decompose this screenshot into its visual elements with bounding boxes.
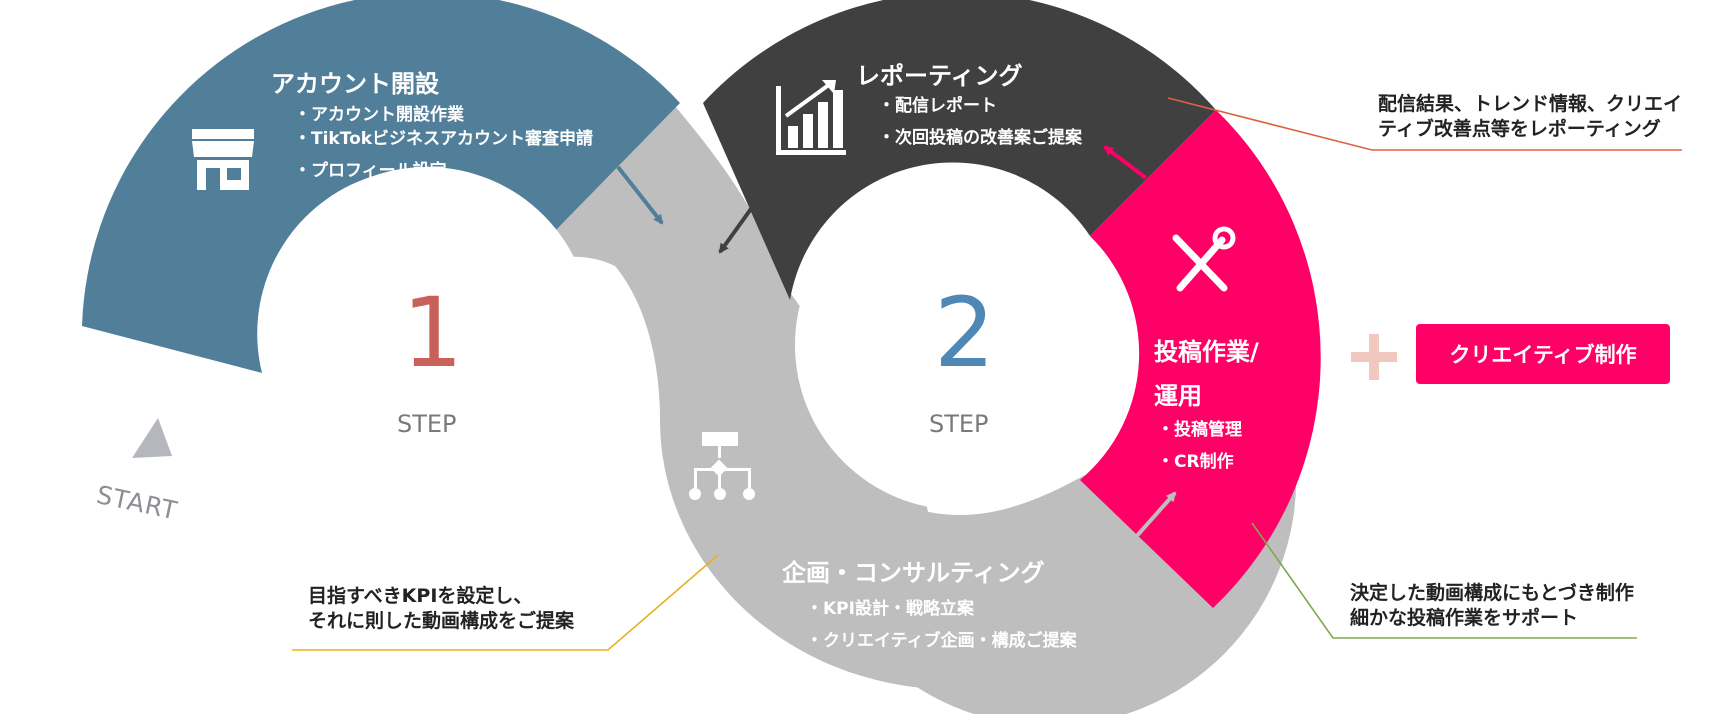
step1-number: 1 <box>402 277 464 389</box>
account-title: アカウント開設 <box>271 70 439 98</box>
posting-arc <box>1080 110 1321 608</box>
posting-title-line1: 投稿作業/ <box>1154 338 1259 366</box>
step1-label: STEP <box>397 410 457 438</box>
planning-item-1: ・KPI設計・戦略立案 <box>806 599 974 619</box>
planning-note: 目指すべきKPIを設定し、 それに則した動画構成をご提案 <box>308 584 574 634</box>
planning-item-2: ・クリエイティブ企画・構成ご提案 <box>806 631 1077 651</box>
account-item-2: ・TikTokビジネスアカウント審査申請 <box>294 129 594 149</box>
reporting-item-1: ・配信レポート <box>878 96 997 116</box>
posting-title-line2: 運用 <box>1154 382 1202 410</box>
start-marker <box>132 418 172 458</box>
account-item-3: ・プロフィール設定 <box>294 161 447 181</box>
posting-note: 決定した動画構成にもとづき制作 細かな投稿作業をサポート <box>1350 581 1634 631</box>
reporting-note-line-2: ティブ改善点等をレポーティング <box>1378 118 1661 140</box>
posting-note-leader <box>1251 522 1637 639</box>
account-item-1: ・アカウント開設作業 <box>294 105 464 125</box>
posting-note-line-1: 決定した動画構成にもとづき制作 <box>1350 582 1634 604</box>
creative-production-button[interactable]: クリエイティブ制作 <box>1416 324 1670 384</box>
plus-icon <box>1351 334 1397 380</box>
planning-note-line-1: 目指すべきKPIを設定し、 <box>308 585 533 607</box>
reporting-note-line-1: 配信結果、トレンド情報、クリエイ <box>1378 93 1683 115</box>
org-chart-icon <box>689 432 755 500</box>
account-arc <box>82 0 680 373</box>
planning-to-posting-arrow <box>1133 491 1177 540</box>
reporting-to-planning-arrow <box>718 186 768 254</box>
posting-note-line-2: 細かな投稿作業をサポート <box>1350 607 1579 629</box>
reporting-note: 配信結果、トレンド情報、クリエイ ティブ改善点等をレポーティング <box>1378 92 1682 142</box>
growth-chart-icon <box>776 80 846 155</box>
reporting-title: レポーティング <box>856 62 1023 90</box>
planning-note-line-2: それに則した動画構成をご提案 <box>308 610 575 632</box>
planning-title: 企画・コンサルティング <box>782 559 1045 587</box>
step2-circle <box>795 180 1125 510</box>
reporting-arc <box>703 0 1216 300</box>
reporting-item-2: ・次回投稿の改善案ご提案 <box>878 128 1082 148</box>
store-icon <box>192 129 254 190</box>
posting-item-1: ・投稿管理 <box>1157 420 1242 440</box>
account-to-planning-arrow <box>616 165 664 225</box>
posting-item-2: ・CR制作 <box>1157 452 1234 472</box>
reporting-note-leader <box>1167 97 1682 151</box>
tools-icon <box>1172 226 1236 292</box>
step2-number: 2 <box>934 277 996 389</box>
posting-to-reporting-arrow <box>1103 145 1148 180</box>
step1-circle <box>262 167 592 497</box>
step2-label: STEP <box>929 410 989 438</box>
planning-note-leader <box>292 554 719 651</box>
